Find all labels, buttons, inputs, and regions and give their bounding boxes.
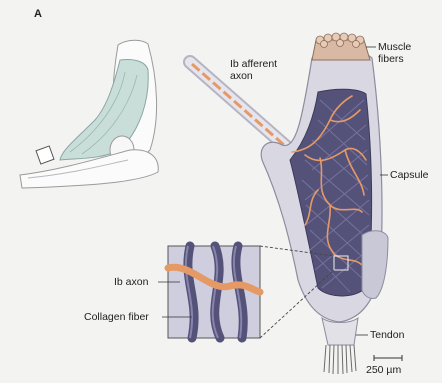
tendon-organ-location-box — [36, 146, 54, 164]
tendon-fibers — [324, 345, 356, 374]
label-tendon: Tendon — [370, 329, 404, 341]
muscle-fiber-ends — [316, 33, 364, 48]
panel-letter: A — [34, 8, 42, 20]
capsule — [261, 51, 388, 323]
label-muscle-fibers-line2: fibers — [378, 53, 411, 65]
muscle-fibers — [312, 33, 370, 60]
label-muscle-fibers-line1: Muscle — [378, 41, 411, 53]
label-muscle-fibers: Muscle fibers — [378, 41, 411, 65]
capsule-cut-flap — [362, 231, 388, 299]
label-ib-afferent-axon-line2: axon — [230, 70, 277, 82]
label-ib-afferent-axon-line1: Ib afferent — [230, 58, 277, 70]
arm-inset — [20, 40, 158, 188]
tendon-base — [322, 318, 358, 345]
tendon — [322, 318, 358, 374]
label-collagen-fiber: Collagen fiber — [84, 311, 149, 323]
label-scale-bar: 250 µm — [366, 364, 401, 376]
scale-bar — [374, 355, 402, 361]
label-capsule: Capsule — [390, 169, 429, 181]
label-ib-afferent-axon: Ib afferent axon — [230, 58, 277, 82]
label-ib-axon: Ib axon — [114, 276, 148, 288]
